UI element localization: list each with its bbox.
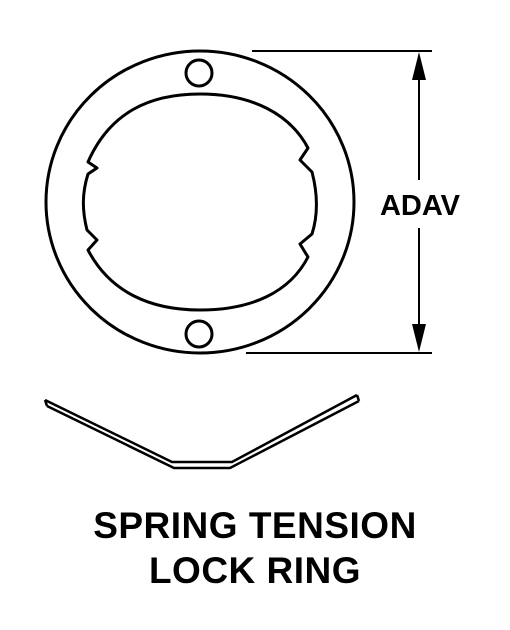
dimension-arrow-down [412, 324, 426, 352]
side-profile-right-cap [355, 394, 361, 402]
side-profile-left-cap [43, 399, 49, 407]
inner-opening-edge [81, 92, 318, 312]
side-profile-outer [44, 393, 358, 464]
top-mounting-hole [184, 58, 214, 88]
caption-title-line-1: SPRING TENSION [93, 505, 417, 546]
caption-title-line-2: LOCK RING [148, 550, 362, 591]
outer-ring-edge [44, 49, 356, 355]
side-profile-inner [46, 399, 360, 470]
bottom-mounting-hole [184, 319, 214, 349]
dimension-label: ADAV [380, 190, 461, 222]
dimension-arrow-up [412, 52, 426, 80]
